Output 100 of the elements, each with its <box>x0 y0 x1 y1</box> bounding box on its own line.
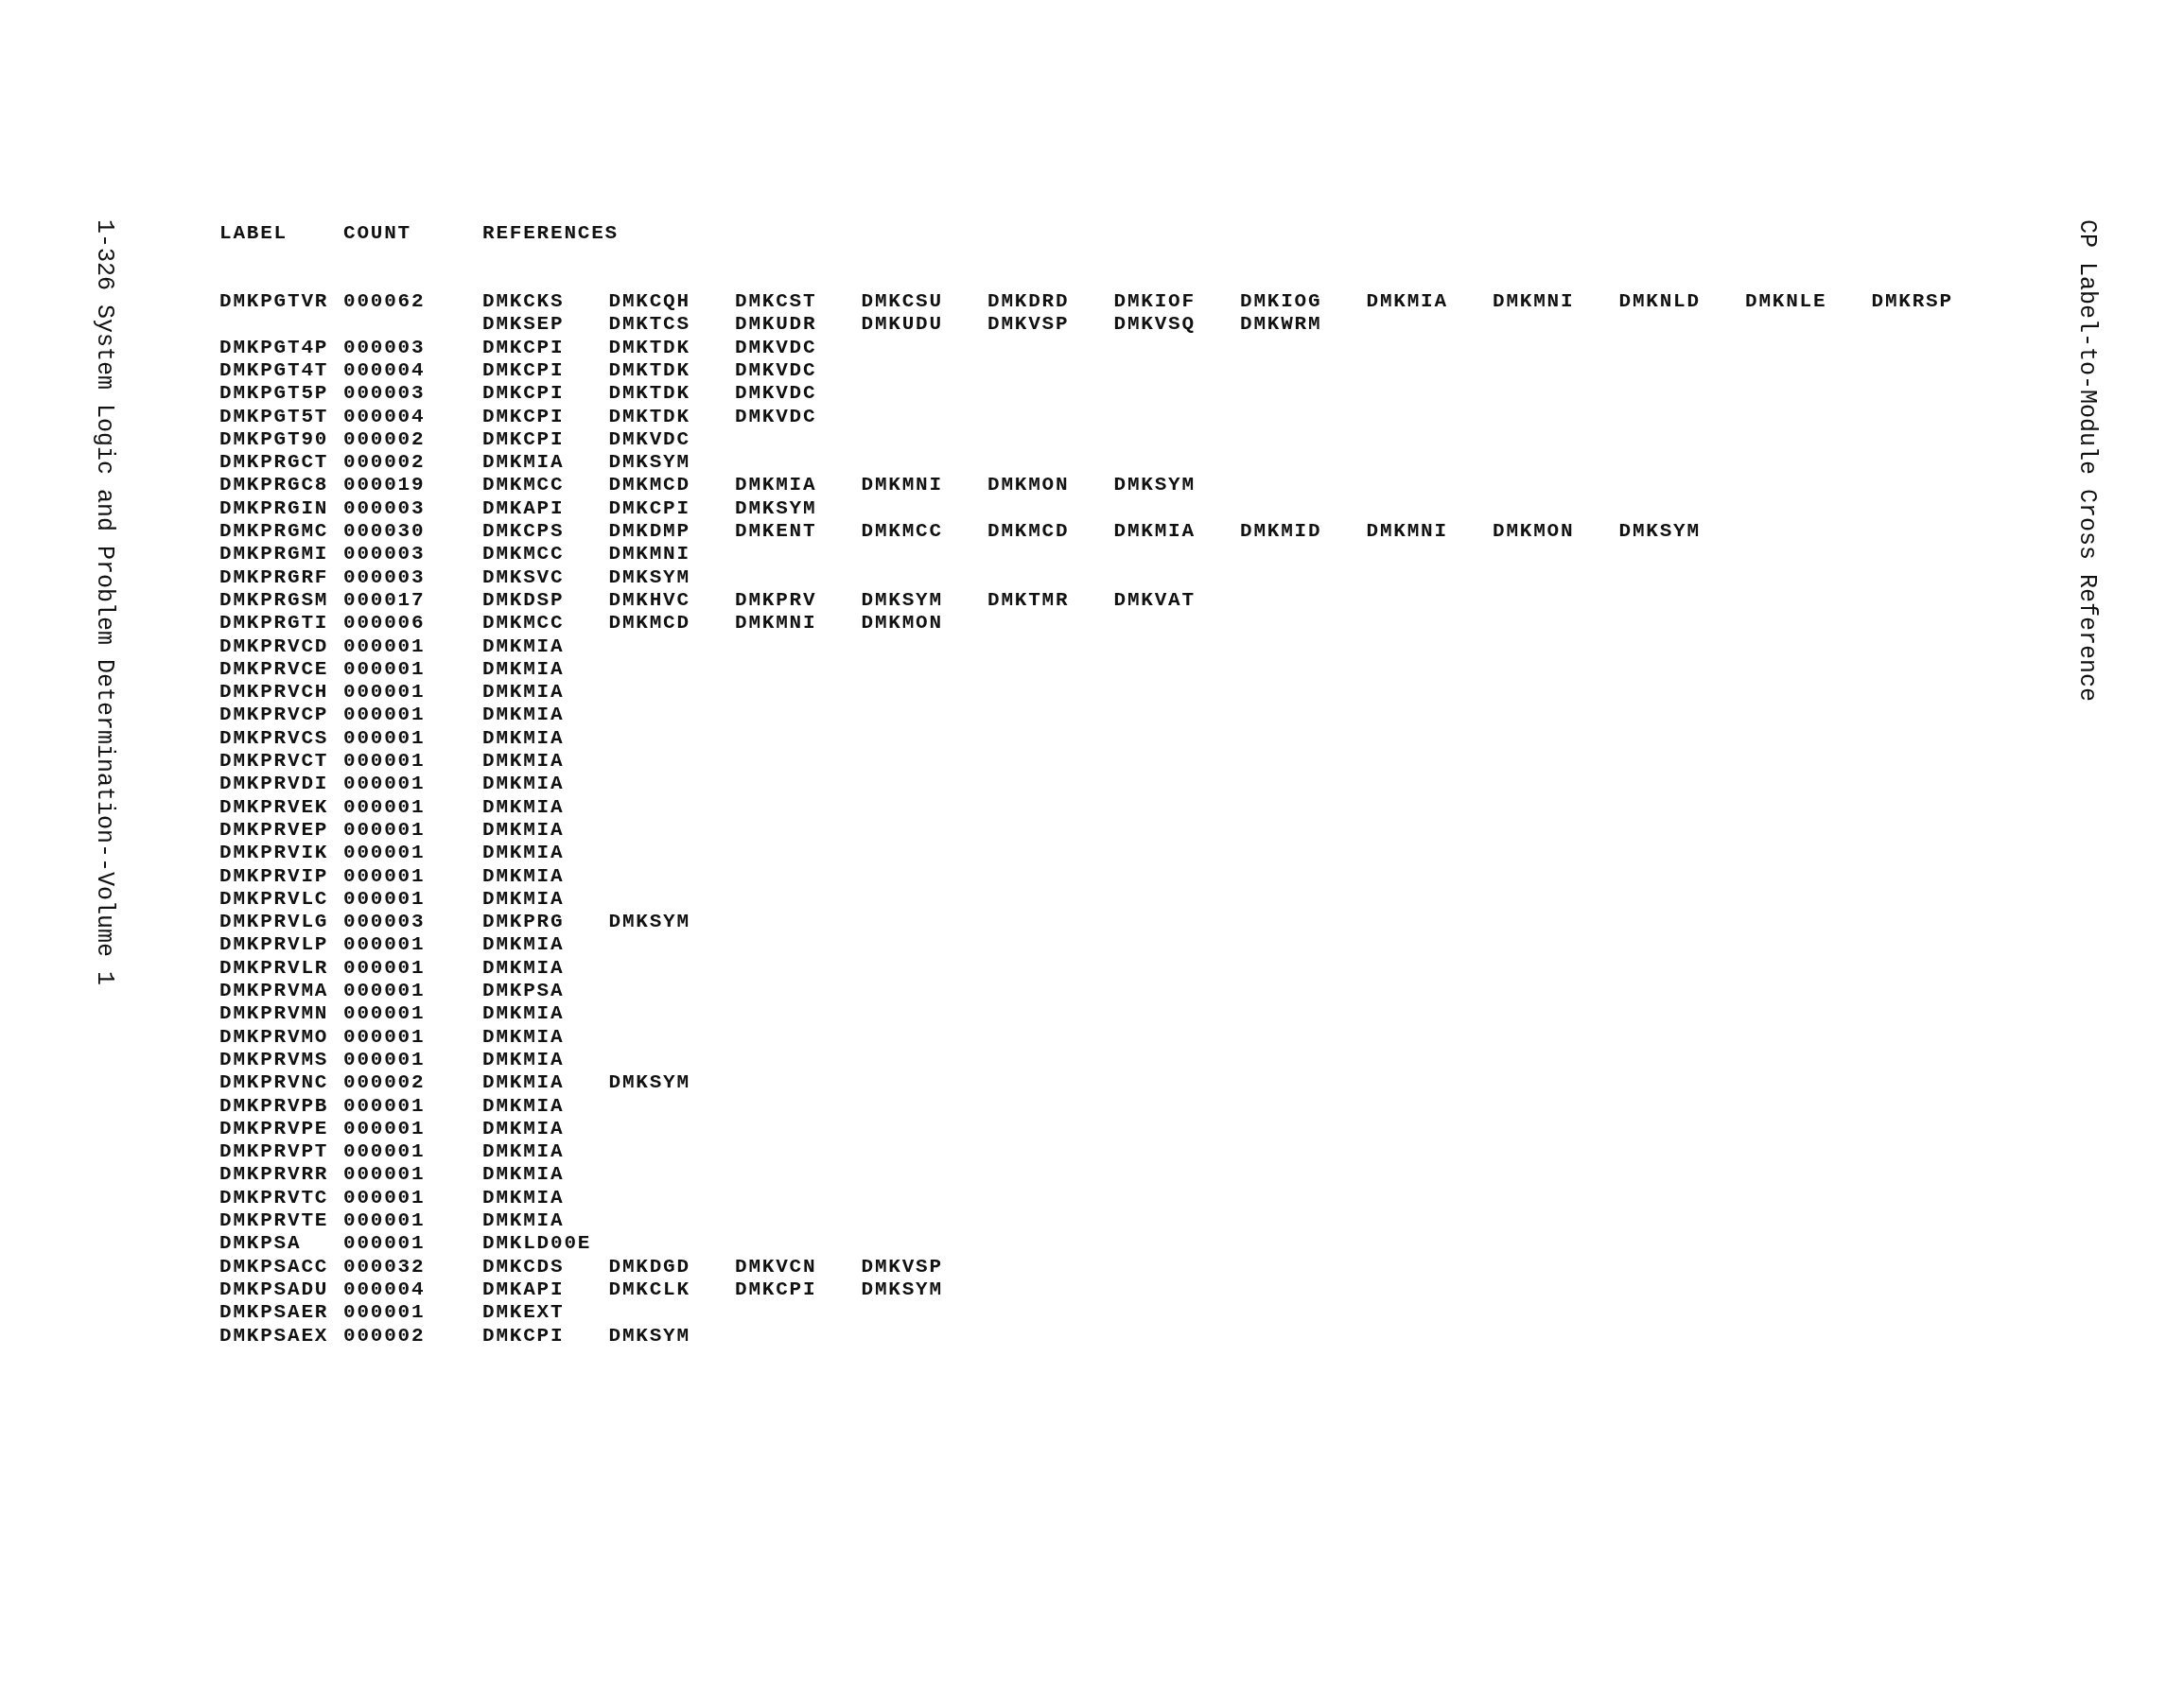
reference-count: 000004 <box>343 1278 426 1300</box>
module-reference: DMKMCD <box>608 475 690 496</box>
reference-count: 000002 <box>343 452 426 474</box>
module-reference: DMKMON <box>987 475 1070 496</box>
reference-count: 000003 <box>343 912 426 933</box>
reference-count: 000004 <box>343 359 426 381</box>
module-reference: DMKMNI <box>608 544 690 565</box>
module-reference: DMKMIA <box>482 888 565 910</box>
module-reference: DMKDGD <box>608 1256 690 1278</box>
module-reference: DMKMON <box>1493 521 1575 542</box>
label-name: DMKPRGIN <box>219 497 329 519</box>
reference-count: 000001 <box>343 796 426 818</box>
reference-count: 000001 <box>343 1164 426 1186</box>
label-name: DMKPRVRR <box>219 1164 329 1186</box>
reference-count: 000003 <box>343 566 426 588</box>
module-reference: DMKEXT <box>482 1302 565 1324</box>
module-reference: DMKMCC <box>482 613 565 635</box>
module-reference: DMKMIA <box>482 704 565 726</box>
reference-count: 000017 <box>343 589 426 611</box>
reference-count: 000001 <box>343 1210 426 1231</box>
module-reference: DMKIOG <box>1240 291 1322 312</box>
label-name: DMKPRGTI <box>219 613 329 635</box>
module-reference: DMKMIA <box>482 1210 565 1231</box>
label-name: DMKPRVPT <box>219 1141 329 1163</box>
reference-count: 000032 <box>343 1256 426 1278</box>
module-reference: DMKVSQ <box>1113 314 1196 336</box>
label-name: DMKPRGSM <box>219 589 329 611</box>
module-reference: DMKTDK <box>608 383 690 405</box>
label-name: DMKPRVDI <box>219 774 329 795</box>
module-reference: DMKMIA <box>482 1003 565 1025</box>
label-name: DMKPRVCS <box>219 727 329 749</box>
module-reference: DMKMIA <box>482 658 565 680</box>
label-name: DMKPRVIK <box>219 843 329 864</box>
module-reference: DMKCPI <box>735 1278 817 1300</box>
reference-count: 000001 <box>343 843 426 864</box>
module-reference: DMKSEP <box>482 314 565 336</box>
module-reference: DMKAPI <box>482 497 565 519</box>
reference-count: 000001 <box>343 1118 426 1139</box>
reference-count: 000001 <box>343 635 426 657</box>
module-reference: DMKVDC <box>735 359 817 381</box>
module-reference: DMKSYM <box>861 589 943 611</box>
label-name: DMKPRVMA <box>219 981 329 1001</box>
module-reference: DMKMIA <box>482 727 565 749</box>
module-reference: DMKMIA <box>1113 521 1196 542</box>
module-reference: DMKCPI <box>608 497 690 519</box>
label-name: DMKPRVMO <box>219 1026 329 1048</box>
label-name: DMKPRVEK <box>219 796 329 818</box>
module-reference: DMKLD00E <box>482 1233 592 1255</box>
module-reference: DMKSYM <box>608 1072 690 1094</box>
label-name: DMKPRGC8 <box>219 475 329 496</box>
label-name: DMKPSADU <box>219 1278 329 1300</box>
module-reference: DMKSYM <box>1618 521 1701 542</box>
reference-count: 000001 <box>343 865 426 887</box>
label-name: DMKPRVLC <box>219 888 329 910</box>
module-reference: DMKSYM <box>861 1278 943 1300</box>
label-name: DMKPRGRF <box>219 566 329 588</box>
module-reference: DMKVSP <box>861 1256 943 1278</box>
section-title: CP Label-to-Module Cross Reference <box>2073 219 2101 703</box>
module-reference: DMKVAT <box>1113 589 1196 611</box>
module-reference: DMKSYM <box>735 497 817 519</box>
label-name: DMKPRVCE <box>219 658 329 680</box>
module-reference: DMKTDK <box>608 406 690 427</box>
label-name: DMKPRVMS <box>219 1049 329 1070</box>
label-name: DMKPSAEX <box>219 1325 329 1347</box>
module-reference: DMKCPI <box>482 359 565 381</box>
module-reference: DMKMIA <box>1366 291 1448 312</box>
module-reference: DMKMCC <box>861 521 943 542</box>
module-reference: DMKPRV <box>735 589 817 611</box>
module-reference: DMKMIA <box>735 475 817 496</box>
module-reference: DMKCST <box>735 291 817 312</box>
reference-count: 000001 <box>343 981 426 1001</box>
module-reference: DMKTMR <box>987 589 1070 611</box>
column-header: LABEL <box>219 223 288 244</box>
reference-count: 000001 <box>343 1049 426 1070</box>
module-reference: DMKMIA <box>482 751 565 772</box>
module-reference: DMKSYM <box>608 566 690 588</box>
label-name: DMKPRVPB <box>219 1095 329 1117</box>
module-reference: DMKSYM <box>1113 475 1196 496</box>
module-reference: DMKTDK <box>608 359 690 381</box>
reference-count: 000001 <box>343 1003 426 1025</box>
reference-count: 000001 <box>343 934 426 956</box>
module-reference: DMKSYM <box>608 912 690 933</box>
reference-count: 000003 <box>343 497 426 519</box>
module-reference: DMKMIA <box>482 1049 565 1070</box>
reference-count: 000001 <box>343 658 426 680</box>
module-reference: DMKCQH <box>608 291 690 312</box>
module-reference: DMKVCN <box>735 1256 817 1278</box>
reference-count: 000001 <box>343 1095 426 1117</box>
reference-count: 000002 <box>343 1072 426 1094</box>
module-reference: DMKAPI <box>482 1278 565 1300</box>
label-name: DMKPRGCT <box>219 452 329 474</box>
module-reference: DMKMIA <box>482 957 565 979</box>
module-reference: DMKVDC <box>735 383 817 405</box>
module-reference: DMKMIA <box>482 1187 565 1209</box>
module-reference: DMKMCC <box>482 544 565 565</box>
book-title: System Logic and Problem Determination--Volume 1 <box>91 304 118 986</box>
module-reference: DMKWRM <box>1240 314 1322 336</box>
label-name: DMKPSACC <box>219 1256 329 1278</box>
reference-count: 000001 <box>343 957 426 979</box>
module-reference: DMKDSP <box>482 589 565 611</box>
